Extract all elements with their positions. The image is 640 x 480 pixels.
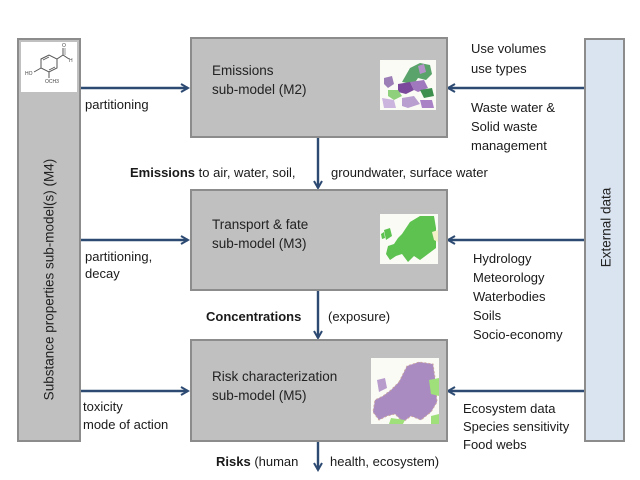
- external-data-label: External data: [598, 187, 614, 268]
- svg-text:H: H: [69, 58, 73, 64]
- emissions-submodel-box: Emissions sub-model (M2): [190, 37, 448, 138]
- emissions-flow-label-left: Emissions to air, water, soil,: [130, 164, 295, 181]
- m5-title-line1: Risk characterization: [212, 369, 338, 384]
- risks-flow-bold: Risks: [216, 454, 251, 469]
- ext-m2-below-line3: management: [471, 138, 547, 153]
- m4-m2-input-label: partitioning: [85, 97, 149, 112]
- ext-m5-line3: Food webs: [463, 437, 527, 452]
- risks-flow-label-left: Risks (human: [216, 453, 298, 470]
- vanillin-structure-icon: O H HO OCH3: [21, 42, 77, 92]
- concentrations-flow-label: Concentrations: [206, 308, 301, 325]
- svg-text:HO: HO: [25, 71, 33, 77]
- emissions-flow-left-text: to air, water, soil,: [195, 165, 296, 180]
- ext-m3-line5: Socio-economy: [473, 327, 563, 342]
- europe-risk-map-icon: [371, 358, 439, 424]
- m3-title-line1: Transport & fate: [212, 217, 309, 232]
- ext-m5-line2: Species sensitivity: [463, 419, 570, 434]
- ext-m2-above-line2: use types: [471, 61, 527, 76]
- m4-m3-input-label-line1: partitioning,: [85, 249, 153, 264]
- ext-m2-below-line2: Solid waste: [471, 119, 538, 134]
- risk-characterization-submodel-box: Risk characterization sub-model (M5): [190, 339, 448, 442]
- europe-green-map-icon: [380, 214, 438, 264]
- external-data-box: External data: [584, 38, 625, 442]
- risks-flow-label-right: health, ecosystem): [330, 454, 440, 469]
- m2-title-line2: sub-model (M2): [212, 82, 307, 97]
- substance-properties-label: Substance properties sub-model(s) (M4): [41, 158, 57, 401]
- ext-m5-line1: Ecosystem data: [463, 401, 556, 416]
- concentrations-flow-bold: Concentrations: [206, 309, 302, 324]
- m2-title-line1: Emissions: [212, 63, 274, 78]
- ext-m2-below-line1: Waste water &: [471, 100, 556, 115]
- substance-properties-box: O H HO OCH3 Substance properties sub-mod…: [17, 38, 81, 442]
- emissions-flow-label-right: groundwater, surface water: [331, 165, 488, 180]
- ext-m3-line1: Hydrology: [473, 251, 532, 266]
- m5-title-line2: sub-model (M5): [212, 388, 307, 403]
- svg-text:OCH3: OCH3: [45, 79, 59, 85]
- emissions-flow-bold: Emissions: [130, 165, 196, 180]
- ext-m3-line4: Soils: [473, 308, 502, 323]
- m4-m5-input-label-line2: mode of action: [83, 417, 169, 432]
- m4-m5-input-label-line1: toxicity: [83, 399, 123, 414]
- svg-text:O: O: [62, 43, 66, 49]
- risks-flow-left-text: (human: [250, 454, 299, 469]
- europe-emissions-map-icon: [380, 60, 436, 110]
- ext-m2-above-line1: Use volumes: [471, 41, 547, 56]
- m4-m3-input-label-line2: decay: [85, 266, 120, 281]
- transport-fate-submodel-box: Transport & fate sub-model (M3): [190, 189, 448, 291]
- m3-title-line2: sub-model (M3): [212, 236, 307, 251]
- concentrations-flow-label-right: (exposure): [328, 309, 391, 324]
- ext-m3-line3: Waterbodies: [473, 289, 546, 304]
- ext-m3-line2: Meteorology: [473, 270, 545, 285]
